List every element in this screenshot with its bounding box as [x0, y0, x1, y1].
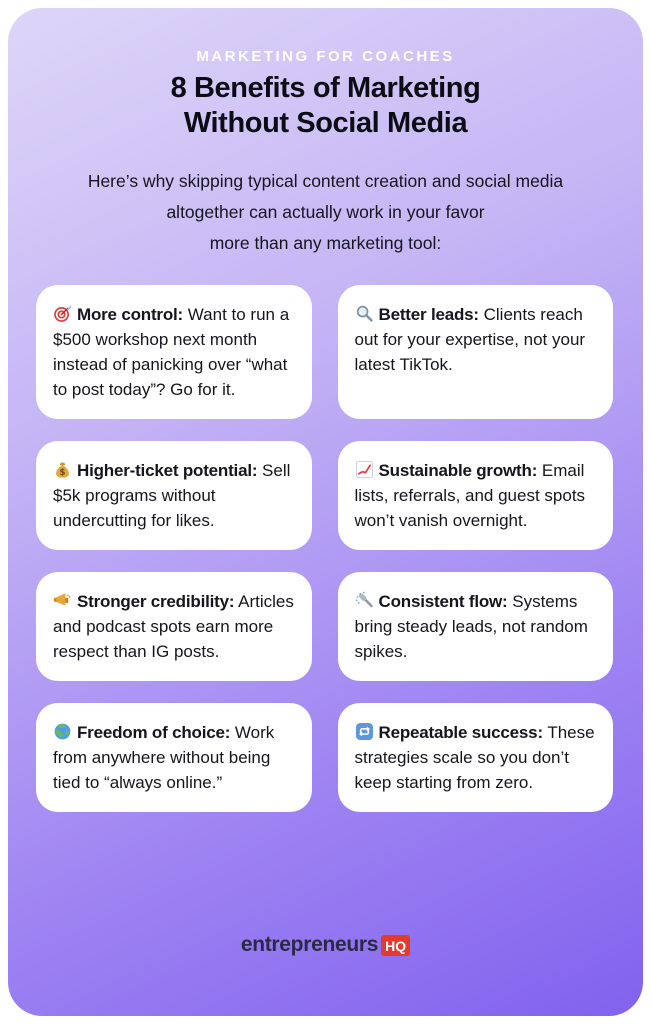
card-heading: Repeatable success:: [378, 723, 544, 742]
benefit-card-higher-ticket: $ Higher-ticket potential: Sell $5k prog…: [36, 441, 312, 550]
eyebrow-label: MARKETING FOR COACHES: [196, 48, 455, 65]
benefit-card-freedom-of-choice: Freedom of choice: Work from anywhere wi…: [36, 703, 312, 812]
page-title-line2: Without Social Media: [183, 107, 468, 139]
card-body: Articles and podcast spots earn more res…: [53, 592, 294, 661]
svg-text:$: $: [60, 468, 66, 478]
card-body: These strategies scale so you don’t keep…: [354, 723, 595, 792]
benefits-grid: More control: Want to run a $500 worksho…: [36, 285, 613, 812]
page-title-line1: 8 Benefits of Marketing: [170, 72, 481, 104]
magnifying-glass-icon: [355, 304, 374, 323]
subtitle-line2: altogether can actually work in your fav…: [166, 202, 485, 222]
card-body: Systems bring steady leads, not random s…: [354, 592, 588, 661]
brand-logo: entrepreneurs HQ: [8, 933, 643, 957]
card-body: Work from anywhere without being tied to…: [53, 723, 275, 792]
card-heading: More control:: [77, 305, 184, 324]
money-bag-icon: $: [53, 460, 72, 479]
card-heading: Stronger credibility:: [77, 592, 235, 611]
subtitle-line3: more than any marketing tool:: [209, 233, 442, 253]
repeat-icon: [355, 722, 374, 741]
benefit-card-sustainable-growth: Sustainable growth: Email lists, referra…: [337, 441, 613, 550]
benefit-card-repeatable-success: Repeatable success: These strategies sca…: [337, 703, 613, 812]
card-heading: Sustainable growth:: [378, 461, 538, 480]
card-heading: Consistent flow:: [378, 592, 508, 611]
benefit-card-more-control: More control: Want to run a $500 worksho…: [36, 285, 312, 419]
benefit-card-stronger-credibility: Stronger credibility: Articles and podca…: [36, 572, 312, 681]
card-body: Sell $5k programs without undercutting f…: [53, 461, 291, 530]
page-title: 8 Benefits of Marketing Without Social M…: [8, 71, 643, 141]
card-heading: Freedom of choice:: [77, 723, 231, 742]
card-body: Clients reach out for your expertise, no…: [354, 305, 586, 374]
brand-name: entrepreneurs: [240, 933, 379, 956]
card-heading: Higher-ticket potential:: [77, 461, 258, 480]
megaphone-icon: [53, 591, 72, 610]
card-heading: Better leads:: [378, 305, 480, 324]
poster-background: MARKETING FOR COACHES 8 Benefits of Mark…: [8, 8, 643, 1016]
hq-badge: HQ: [381, 934, 411, 956]
target-icon: [53, 304, 72, 323]
globe-icon: [53, 722, 72, 741]
shower-icon: [355, 591, 374, 610]
subtitle: Here’s why skipping typical content crea…: [8, 166, 643, 259]
chart-increasing-icon: [355, 460, 374, 479]
benefit-card-better-leads: Better leads: Clients reach out for your…: [337, 285, 613, 419]
card-body: Want to run a $500 workshop next month i…: [53, 305, 290, 399]
benefit-card-consistent-flow: Consistent flow: Systems bring steady le…: [337, 572, 613, 681]
card-body: Email lists, referrals, and guest spots …: [354, 461, 586, 530]
subtitle-line1: Here’s why skipping typical content crea…: [87, 171, 564, 191]
